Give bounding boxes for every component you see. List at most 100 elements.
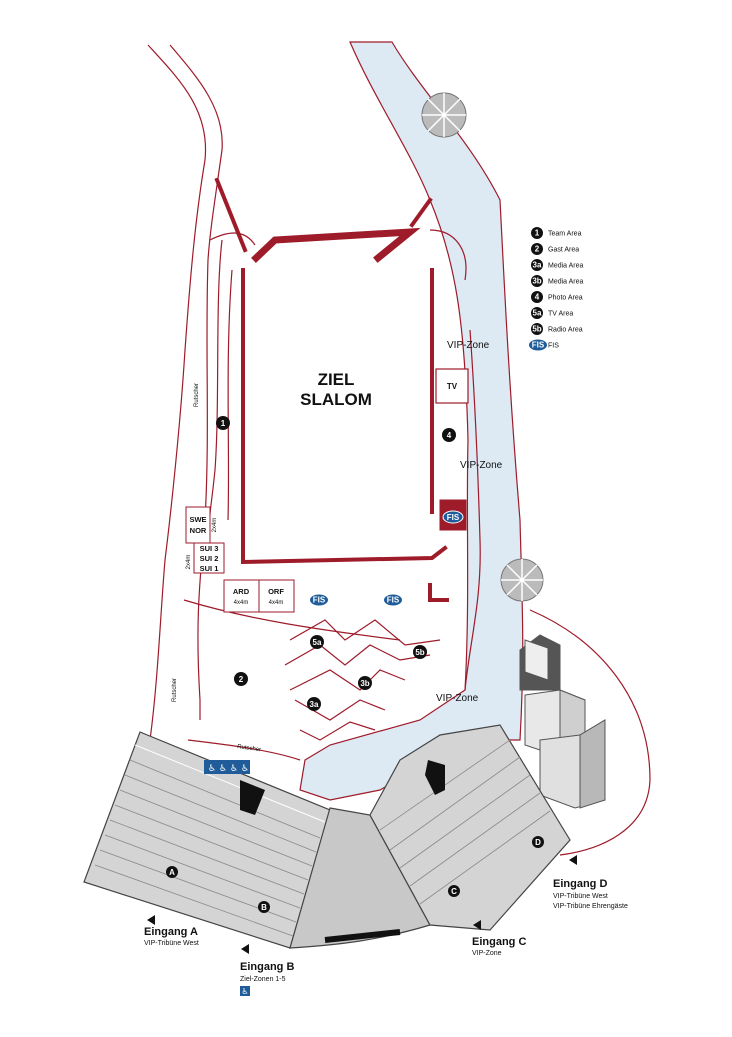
entrance-arrow-d	[569, 855, 577, 865]
legend-label: Gast Area	[548, 247, 579, 254]
legend-item: 5b Radio Area	[531, 323, 583, 335]
svg-text:B: B	[261, 903, 267, 912]
booth-sui3: SUI 3	[200, 544, 219, 553]
rutscher-label-3: Rutscher	[237, 744, 262, 753]
area-marker-4: 4	[442, 428, 456, 442]
area-marker-3a: 3a	[307, 697, 321, 711]
area-marker-5b: 5b	[413, 645, 427, 659]
entrance-arrow-a	[147, 915, 155, 925]
legend-label: FIS	[548, 343, 559, 350]
tv-booth-label: TV	[447, 382, 458, 391]
tribune-marker-b: B	[258, 901, 270, 913]
legend-badge	[531, 323, 543, 335]
accessibility-signs: ♿ ♿ ♿ ♿	[204, 760, 250, 774]
entrance-arrow-c	[473, 920, 481, 930]
river-band	[299, 41, 524, 801]
tv-booth	[435, 368, 469, 404]
booth-orf-size: 4x4m	[269, 600, 284, 606]
legend-item: 5a TV Area	[531, 307, 573, 319]
area-marker-1: 1	[216, 416, 230, 430]
area-marker-5a: 5a	[310, 635, 324, 649]
tribune-marker-d: D	[532, 836, 544, 848]
entrance-d-title: Eingang D	[553, 878, 607, 890]
booth-sui1: SUI 1	[200, 564, 219, 573]
entrance-a-title: Eingang A	[144, 926, 198, 938]
team-booths	[185, 506, 295, 613]
legend-label: Radio Area	[548, 327, 583, 334]
legend-badge-text: 3b	[532, 277, 541, 286]
legend-badge-text: FIS	[532, 341, 545, 350]
fis-marker-1	[310, 594, 328, 606]
svg-text:C: C	[451, 887, 457, 896]
rutscher-label-1: Rutscher	[194, 383, 200, 407]
svg-text:3a: 3a	[310, 700, 319, 709]
svg-text:♿: ♿	[219, 764, 227, 774]
svg-text:4: 4	[447, 431, 452, 440]
fis-marker-2	[384, 594, 402, 606]
rutscher-label-2: Rutscher	[172, 678, 178, 702]
finish-area-title: ZIEL	[318, 370, 355, 389]
svg-text:1: 1	[221, 419, 226, 428]
svg-text:D: D	[535, 838, 541, 847]
tribune-marker-a: A	[166, 866, 178, 878]
vip-zone-label-top: VIP-Zone	[447, 340, 490, 351]
fis-booth-badge	[442, 510, 464, 524]
vip-zone-label-mid: VIP-Zone	[460, 460, 503, 471]
tribune-marker-c: C	[448, 885, 460, 897]
svg-text:♿: ♿	[230, 764, 238, 774]
booth-dim-a: 2x4m	[212, 518, 218, 533]
legend-badge	[531, 227, 543, 239]
entrance-d-sub1: VIP-Tribüne West	[553, 893, 608, 900]
legend-badge-text: 4	[535, 293, 540, 302]
finish-area-subtitle: SLALOM	[300, 390, 372, 409]
svg-text:♿: ♿	[241, 764, 249, 774]
svg-text:A: A	[169, 868, 175, 877]
booth-orf: ORF	[268, 587, 284, 596]
booth-ard-size: 4x4m	[234, 600, 249, 606]
legend-label: Photo Area	[548, 295, 583, 302]
legend-label: TV Area	[548, 311, 573, 318]
vip-zone-label-bottom: VIP-Zone	[436, 693, 479, 704]
legend-label: Team Area	[548, 231, 582, 238]
legend-badge	[529, 339, 547, 351]
legend-badge	[531, 307, 543, 319]
legend-badge	[531, 275, 543, 287]
entrance-b-sub: Ziel-Zonen 1-5	[240, 976, 286, 983]
umbrella-icon	[421, 92, 467, 138]
entrance-d-sub2: VIP-Tribüne Ehrengäste	[553, 903, 628, 910]
booth-sui2: SUI 2	[200, 554, 219, 563]
legend-item: 3a Media Area	[531, 259, 584, 271]
grandstand-east	[369, 724, 571, 931]
legend-item: 4 Photo Area	[531, 291, 583, 303]
legend-badge	[531, 291, 543, 303]
svg-text:5b: 5b	[415, 648, 424, 657]
fis-marker-2-text: FIS	[387, 596, 400, 605]
area-marker-3b: 3b	[358, 676, 372, 690]
legend-badge	[531, 259, 543, 271]
entrance-b-title: Eingang B	[240, 961, 294, 973]
svg-text:♿: ♿	[208, 764, 216, 774]
svg-text:3b: 3b	[360, 679, 369, 688]
finish-barriers	[214, 177, 449, 602]
entrance-c-sub: VIP-Zone	[472, 950, 502, 957]
legend-label: Media Area	[548, 263, 584, 270]
booth-ard: ARD	[233, 587, 250, 596]
booth-dim-b: 2x4m	[186, 555, 192, 570]
umbrella-icon	[500, 558, 544, 602]
wheelchair-glyph: ♿	[241, 987, 248, 996]
fis-marker-1-text: FIS	[313, 596, 326, 605]
fis-booth-badge-text: FIS	[447, 513, 460, 522]
legend-badge	[531, 243, 543, 255]
entrance-c-title: Eingang C	[472, 936, 526, 948]
legend-badge-text: 5a	[533, 309, 542, 318]
wheelchair-icon	[240, 986, 250, 996]
legend-label: Media Area	[548, 279, 584, 286]
legend-badge-text: 3a	[533, 261, 542, 270]
legend-badge-text: 5b	[532, 325, 541, 334]
svg-text:5a: 5a	[313, 638, 322, 647]
